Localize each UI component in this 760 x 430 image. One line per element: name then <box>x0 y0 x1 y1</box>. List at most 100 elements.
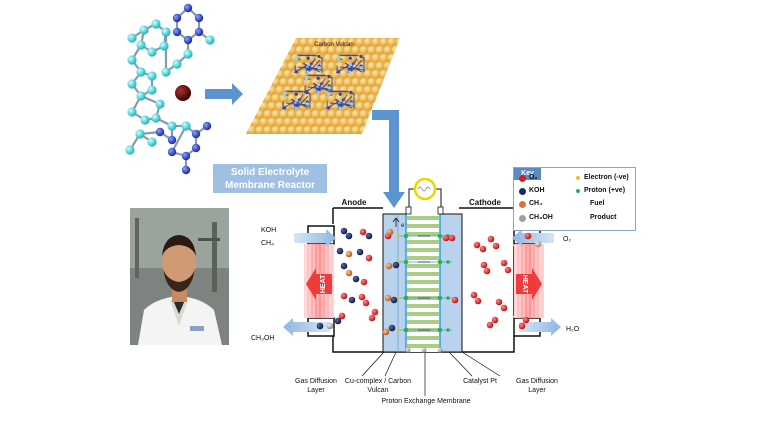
molecule-atom <box>172 27 182 37</box>
key-marker-0 <box>576 176 580 180</box>
molecule-atom <box>127 107 137 117</box>
particle <box>338 312 346 320</box>
key-symbol-1: KOH <box>529 187 545 194</box>
particle <box>487 235 495 243</box>
molecule-atom <box>147 137 157 147</box>
molecule-atom <box>147 71 157 81</box>
researcher-photo <box>130 208 229 345</box>
banner-line-1: Solid Electrolyte <box>230 167 310 178</box>
particle <box>345 269 353 277</box>
molecule-atom <box>127 33 137 43</box>
heat-arrow-right <box>516 268 542 300</box>
particle <box>336 247 344 255</box>
molecule-atom <box>139 25 149 35</box>
particle <box>348 296 356 304</box>
particle <box>392 261 400 269</box>
particle <box>491 316 499 324</box>
water-output-label: H₂O <box>566 326 580 333</box>
particle <box>473 241 481 249</box>
particle <box>326 322 334 330</box>
heat-label-left: HEAT <box>320 274 327 293</box>
particle <box>483 267 491 275</box>
molecule-atom <box>172 13 182 23</box>
particle <box>522 316 530 324</box>
particle <box>356 248 364 256</box>
banner-line-2: Membrane Reactor <box>224 180 316 191</box>
particle <box>340 292 348 300</box>
molecule-atom <box>205 35 215 45</box>
key-dot-0 <box>519 175 526 182</box>
cu-complex-molecule <box>125 3 215 175</box>
cu-complex-label-1: Cu-complex / Carbon <box>345 378 411 385</box>
molecule-atom <box>191 129 201 139</box>
particle <box>340 262 348 270</box>
molecule-atom <box>125 145 135 155</box>
molecule-atom <box>127 79 137 89</box>
molecule-atom <box>155 99 165 109</box>
particle <box>495 298 503 306</box>
carbon-vulcan-label: Carbon Vulcan <box>314 42 353 48</box>
particle <box>492 242 500 250</box>
gdl-left-label-1: Gas Diffusion <box>295 378 337 385</box>
key-dot-3 <box>519 215 526 222</box>
molecule-atom <box>140 115 150 125</box>
molecule-atom <box>172 59 182 69</box>
particle <box>500 259 508 267</box>
particle <box>470 291 478 299</box>
particle <box>365 232 373 240</box>
molecule-atom <box>183 3 193 13</box>
key-label-0: Electron (-ve) <box>584 174 629 181</box>
particle <box>382 328 390 336</box>
particle <box>345 250 353 258</box>
key-dot-1 <box>519 188 526 195</box>
particle <box>504 266 512 274</box>
molecule-atom <box>155 127 165 137</box>
particle <box>334 317 342 325</box>
molecule-atom <box>161 27 171 37</box>
outlet-arrow-left <box>283 318 330 336</box>
key-dot-2 <box>519 201 526 208</box>
particle <box>352 275 360 283</box>
key-symbol-2: CH₄ <box>529 200 543 207</box>
cathode-label: Cathode <box>469 198 502 207</box>
particle <box>500 304 508 312</box>
particle <box>359 228 367 236</box>
molecule-atom <box>136 40 146 50</box>
key-label-2: Fuel <box>590 200 605 207</box>
particle <box>486 321 494 329</box>
molecule-atom <box>191 143 201 153</box>
molecule-atom <box>151 113 161 123</box>
catalyst-label: Catalyst Pt <box>463 378 497 385</box>
key-symbol-0: O₂ <box>529 174 538 181</box>
particle <box>390 296 398 304</box>
particle <box>358 293 366 301</box>
particle <box>480 261 488 269</box>
pem-label: Proton Exchange Membrane <box>381 398 470 405</box>
particle <box>345 232 353 240</box>
molecule-atom <box>127 55 137 65</box>
particle <box>451 296 459 304</box>
particle <box>442 234 450 242</box>
molecule-atom <box>181 151 191 161</box>
molecule-atom <box>136 67 146 77</box>
ch4-input-label: CH₄ <box>261 240 274 247</box>
oxygen-input-label: O₂ <box>563 236 571 243</box>
key-label-1: Proton (+ve) <box>584 187 626 194</box>
reactant-particles <box>316 227 542 336</box>
molecule-atom <box>161 67 171 77</box>
particle <box>524 232 532 240</box>
heat-arrow-left <box>306 268 332 300</box>
particle <box>388 324 396 332</box>
electron-label: e⁻ <box>401 223 408 229</box>
molecule-atom <box>167 147 177 157</box>
particle <box>365 254 373 262</box>
particle <box>385 262 393 270</box>
gdl-right-label-2: Layer <box>528 387 546 394</box>
arrow-to-reactor <box>372 110 405 208</box>
molecule-atom <box>136 91 146 101</box>
arrow-to-carbon <box>205 83 243 105</box>
particle <box>368 314 376 322</box>
gdl-right-label-1: Gas Diffusion <box>516 378 558 385</box>
molecule-atom <box>167 135 177 145</box>
